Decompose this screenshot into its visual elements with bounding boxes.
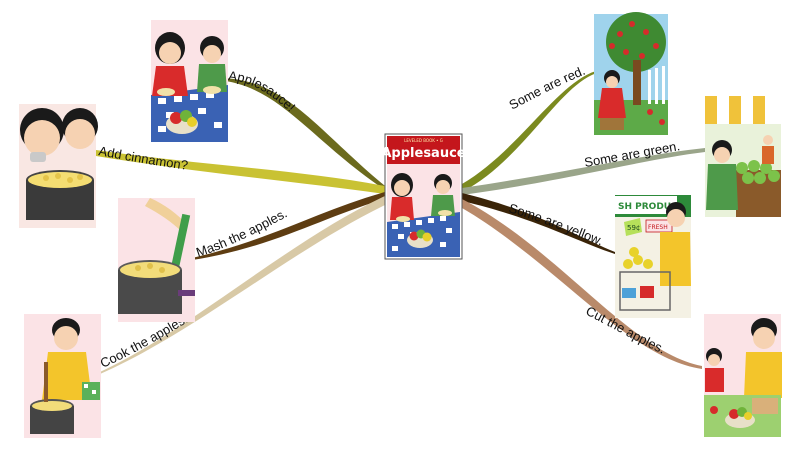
masher-in-pot-illustration[interactable]: [118, 198, 195, 322]
central-book-cover[interactable]: LEVELED BOOK • G Applesauce: [381, 133, 466, 260]
branch-label: Some are green.: [583, 138, 681, 170]
branch-some-are-yellow[interactable]: [462, 193, 615, 254]
branch-label: Some are red.: [506, 63, 587, 113]
branch-label: Add cinnamon?: [97, 143, 188, 173]
branch-add-cinnamon[interactable]: [96, 150, 385, 194]
branch-some-are-green[interactable]: [462, 148, 705, 195]
book-subtitle: LEVELED BOOK • G: [404, 138, 443, 143]
store-sign: SH PRODU: [618, 202, 671, 212]
branch-cook-the-apples[interactable]: [100, 196, 385, 374]
children-at-table-illustration[interactable]: [151, 20, 228, 142]
price-tag: 59¢: [627, 224, 640, 232]
branch-mash-the-apples[interactable]: [192, 192, 385, 260]
man-cooking-apples-illustration[interactable]: [24, 314, 101, 438]
book-title: Applesauce: [381, 146, 465, 161]
fresh-tag: FRESH: [648, 224, 668, 231]
man-cutting-apples-illustration[interactable]: [704, 314, 782, 437]
boy-at-green-apple-stand-illustration[interactable]: [705, 96, 781, 217]
man-shopping-yellow-apples-illustration[interactable]: SH PRODU 59¢ FRESH: [615, 195, 691, 318]
boy-eating-applesauce-illustration[interactable]: [19, 104, 98, 228]
girl-picking-red-apples-illustration[interactable]: [594, 12, 668, 135]
branch-label: Applesauce!: [228, 68, 299, 115]
branch-cut-the-apples[interactable]: [462, 199, 702, 369]
branches: [96, 70, 705, 374]
branch-some-are-red[interactable]: [462, 70, 600, 192]
